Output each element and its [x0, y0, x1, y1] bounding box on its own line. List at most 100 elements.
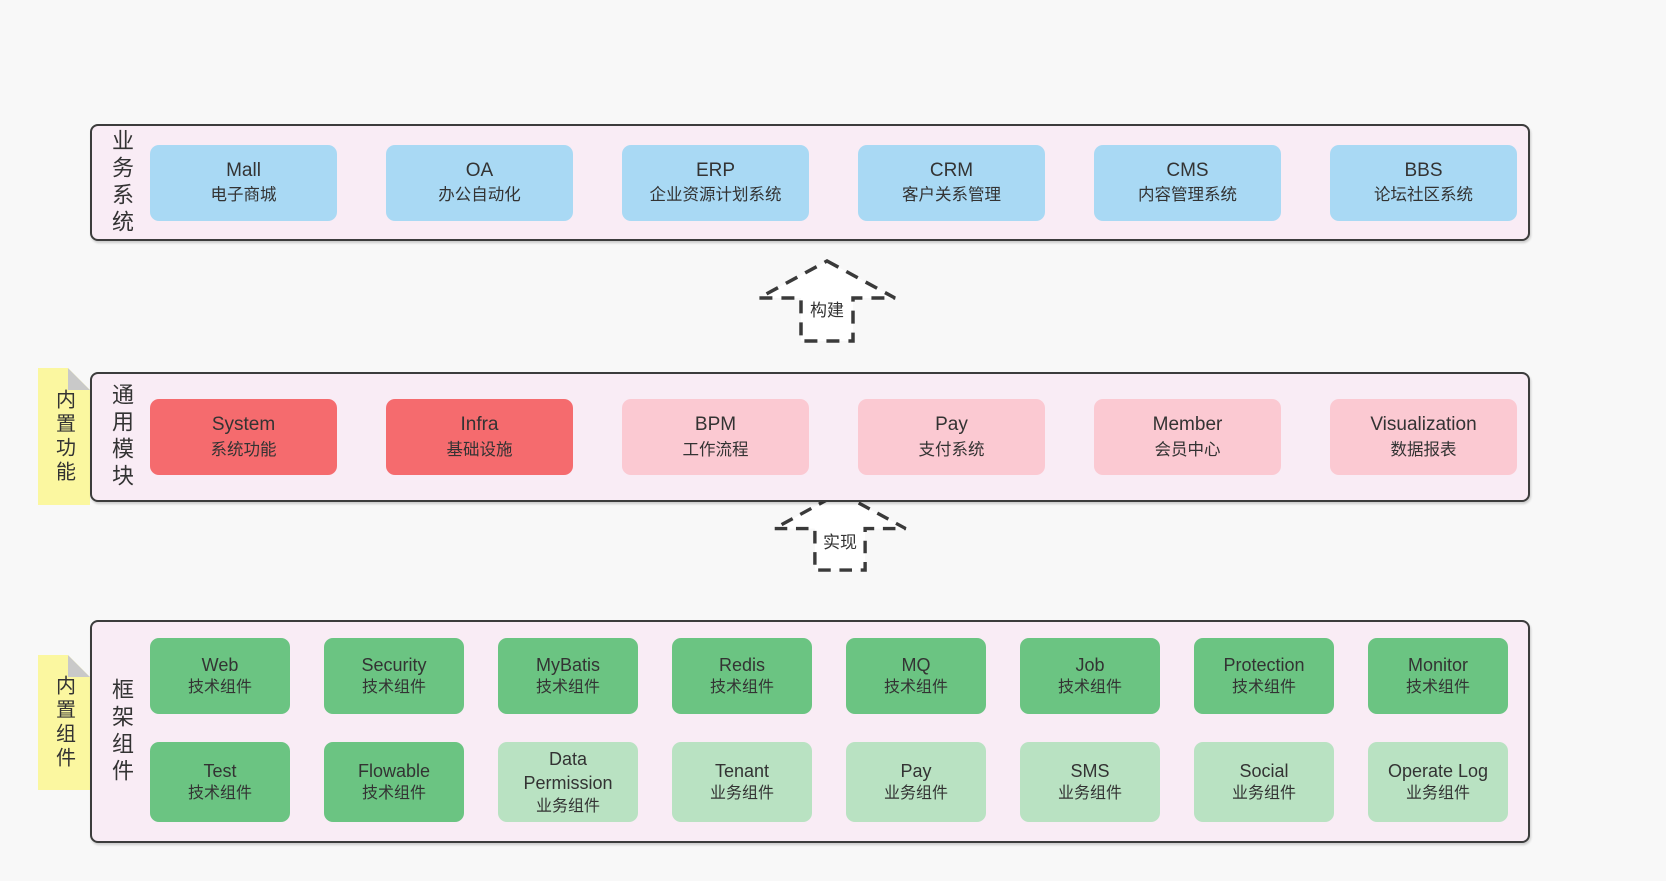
- box-title: Test: [203, 761, 237, 782]
- section-label-framework: 框架组件: [109, 677, 134, 786]
- box-subtitle: 业务组件: [1057, 785, 1122, 803]
- box-title: Flowable: [357, 761, 431, 782]
- box-title: Redis: [718, 655, 766, 676]
- box-title: Mall: [226, 159, 261, 181]
- box-flowable: Flowable 技术组件: [324, 742, 464, 822]
- box-title: BPM: [694, 414, 737, 436]
- box-cms: CMS 内容管理系统: [1094, 144, 1281, 221]
- box-title: Data Permission: [523, 748, 613, 794]
- box-subtitle: 电子商城: [210, 186, 277, 205]
- sticky-built-in-features: 内置功能: [38, 368, 90, 505]
- box-bpm: BPM 工作流程: [622, 399, 809, 475]
- box-erp: ERP 企业资源计划系统: [622, 144, 809, 221]
- folded-corner-icon: [68, 655, 90, 677]
- box-title: Pay: [935, 414, 968, 436]
- box-job: Job 技术组件: [1020, 638, 1160, 714]
- box-subtitle: 基础设施: [446, 440, 513, 459]
- box-title: Web: [201, 655, 239, 676]
- section-label-column: 通用模块: [92, 374, 150, 500]
- box-data-permission: Data Permission 业务组件: [498, 742, 638, 822]
- arrow-build-label: 构建: [808, 296, 846, 321]
- box-title: SMS: [1070, 761, 1110, 782]
- section-common-modules: 通用模块 System 系统功能 Infra 基础设施 BPM 工作流程 Pay…: [90, 372, 1530, 502]
- box-title: Visualization: [1370, 414, 1477, 436]
- arrow-implement: 实现: [765, 488, 915, 573]
- box-subtitle: 技术组件: [187, 785, 252, 803]
- box-redis: Redis 技术组件: [672, 638, 812, 714]
- box-web: Web 技术组件: [150, 638, 290, 714]
- box-title: CRM: [929, 159, 974, 181]
- box-title: Security: [361, 655, 427, 676]
- box-subtitle: 技术组件: [361, 785, 426, 803]
- box-title: Infra: [460, 414, 499, 436]
- box-subtitle: 技术组件: [361, 679, 426, 697]
- box-pay-component: Pay 业务组件: [846, 742, 986, 822]
- business-boxes-row: Mall 电子商城 OA 办公自动化 ERP 企业资源计划系统 CRM 客户关系…: [150, 126, 1528, 239]
- box-system: System 系统功能: [150, 399, 337, 475]
- box-title: CMS: [1166, 159, 1209, 181]
- box-subtitle: 业务组件: [709, 785, 774, 803]
- box-bbs: BBS 论坛社区系统: [1330, 144, 1517, 221]
- box-mall: Mall 电子商城: [150, 144, 337, 221]
- box-title: Member: [1152, 414, 1223, 436]
- box-subtitle: 支付系统: [918, 440, 985, 459]
- box-subtitle: 技术组件: [883, 679, 948, 697]
- box-title: Social: [1239, 761, 1289, 782]
- box-title: Tenant: [714, 761, 770, 782]
- box-title: Pay: [900, 761, 932, 782]
- box-member: Member 会员中心: [1094, 399, 1281, 475]
- box-subtitle: 技术组件: [535, 679, 600, 697]
- arrow-build: 构建: [752, 256, 902, 344]
- module-boxes-row: System 系统功能 Infra 基础设施 BPM 工作流程 Pay 支付系统…: [150, 374, 1528, 500]
- box-title: BBS: [1404, 159, 1443, 181]
- box-crm: CRM 客户关系管理: [858, 144, 1045, 221]
- box-social: Social 业务组件: [1194, 742, 1334, 822]
- box-tenant: Tenant 业务组件: [672, 742, 812, 822]
- sticky-label: 内置组件: [52, 674, 75, 771]
- box-title: ERP: [695, 159, 736, 181]
- section-framework-components: 框架组件 Web 技术组件 Security 技术组件 MyBatis 技术组件…: [90, 620, 1530, 843]
- box-subtitle: 企业资源计划系统: [649, 186, 782, 205]
- sticky-built-in-components: 内置组件: [38, 655, 90, 790]
- box-subtitle: 客户关系管理: [902, 186, 1001, 205]
- box-mybatis: MyBatis 技术组件: [498, 638, 638, 714]
- framework-row-1: Web 技术组件 Security 技术组件 MyBatis 技术组件 Redi…: [150, 638, 1528, 714]
- box-subtitle: 内容管理系统: [1138, 186, 1237, 205]
- framework-boxes-grid: Web 技术组件 Security 技术组件 MyBatis 技术组件 Redi…: [150, 622, 1528, 841]
- box-protection: Protection 技术组件: [1194, 638, 1334, 714]
- section-business-systems: 业务系统 Mall 电子商城 OA 办公自动化 ERP 企业资源计划系统 CRM…: [90, 124, 1530, 241]
- box-subtitle: 数据报表: [1390, 440, 1457, 459]
- box-subtitle: 工作流程: [682, 440, 749, 459]
- arrow-implement-label: 实现: [821, 528, 859, 553]
- section-label-common-modules: 通用模块: [109, 383, 134, 491]
- box-title: OA: [465, 159, 494, 181]
- section-label-column: 业务系统: [92, 126, 150, 239]
- box-subtitle: 技术组件: [1231, 679, 1296, 697]
- sticky-label: 内置功能: [52, 388, 75, 485]
- folded-corner-icon: [68, 368, 90, 390]
- box-title: Job: [1075, 655, 1105, 676]
- box-subtitle: 论坛社区系统: [1374, 186, 1473, 205]
- box-title: Operate Log: [1387, 761, 1489, 782]
- box-subtitle: 办公自动化: [438, 186, 521, 205]
- framework-row-2: Test 技术组件 Flowable 技术组件 Data Permission …: [150, 742, 1528, 822]
- section-label-column: 框架组件: [92, 622, 150, 841]
- box-sms: SMS 业务组件: [1020, 742, 1160, 822]
- box-title: Monitor: [1407, 655, 1469, 676]
- box-operate-log: Operate Log 业务组件: [1368, 742, 1508, 822]
- box-monitor: Monitor 技术组件: [1368, 638, 1508, 714]
- box-security: Security 技术组件: [324, 638, 464, 714]
- box-title: MQ: [901, 655, 931, 676]
- box-subtitle: 业务组件: [1231, 785, 1296, 803]
- box-subtitle: 技术组件: [1405, 679, 1470, 697]
- box-subtitle: 技术组件: [187, 679, 252, 697]
- box-subtitle: 技术组件: [1057, 679, 1122, 697]
- section-label-business: 业务系统: [109, 128, 134, 237]
- box-test: Test 技术组件: [150, 742, 290, 822]
- box-title: MyBatis: [535, 655, 600, 676]
- box-title: Protection: [1223, 655, 1305, 676]
- box-infra: Infra 基础设施: [386, 399, 573, 475]
- box-subtitle: 业务组件: [535, 797, 600, 815]
- box-subtitle: 技术组件: [709, 679, 774, 697]
